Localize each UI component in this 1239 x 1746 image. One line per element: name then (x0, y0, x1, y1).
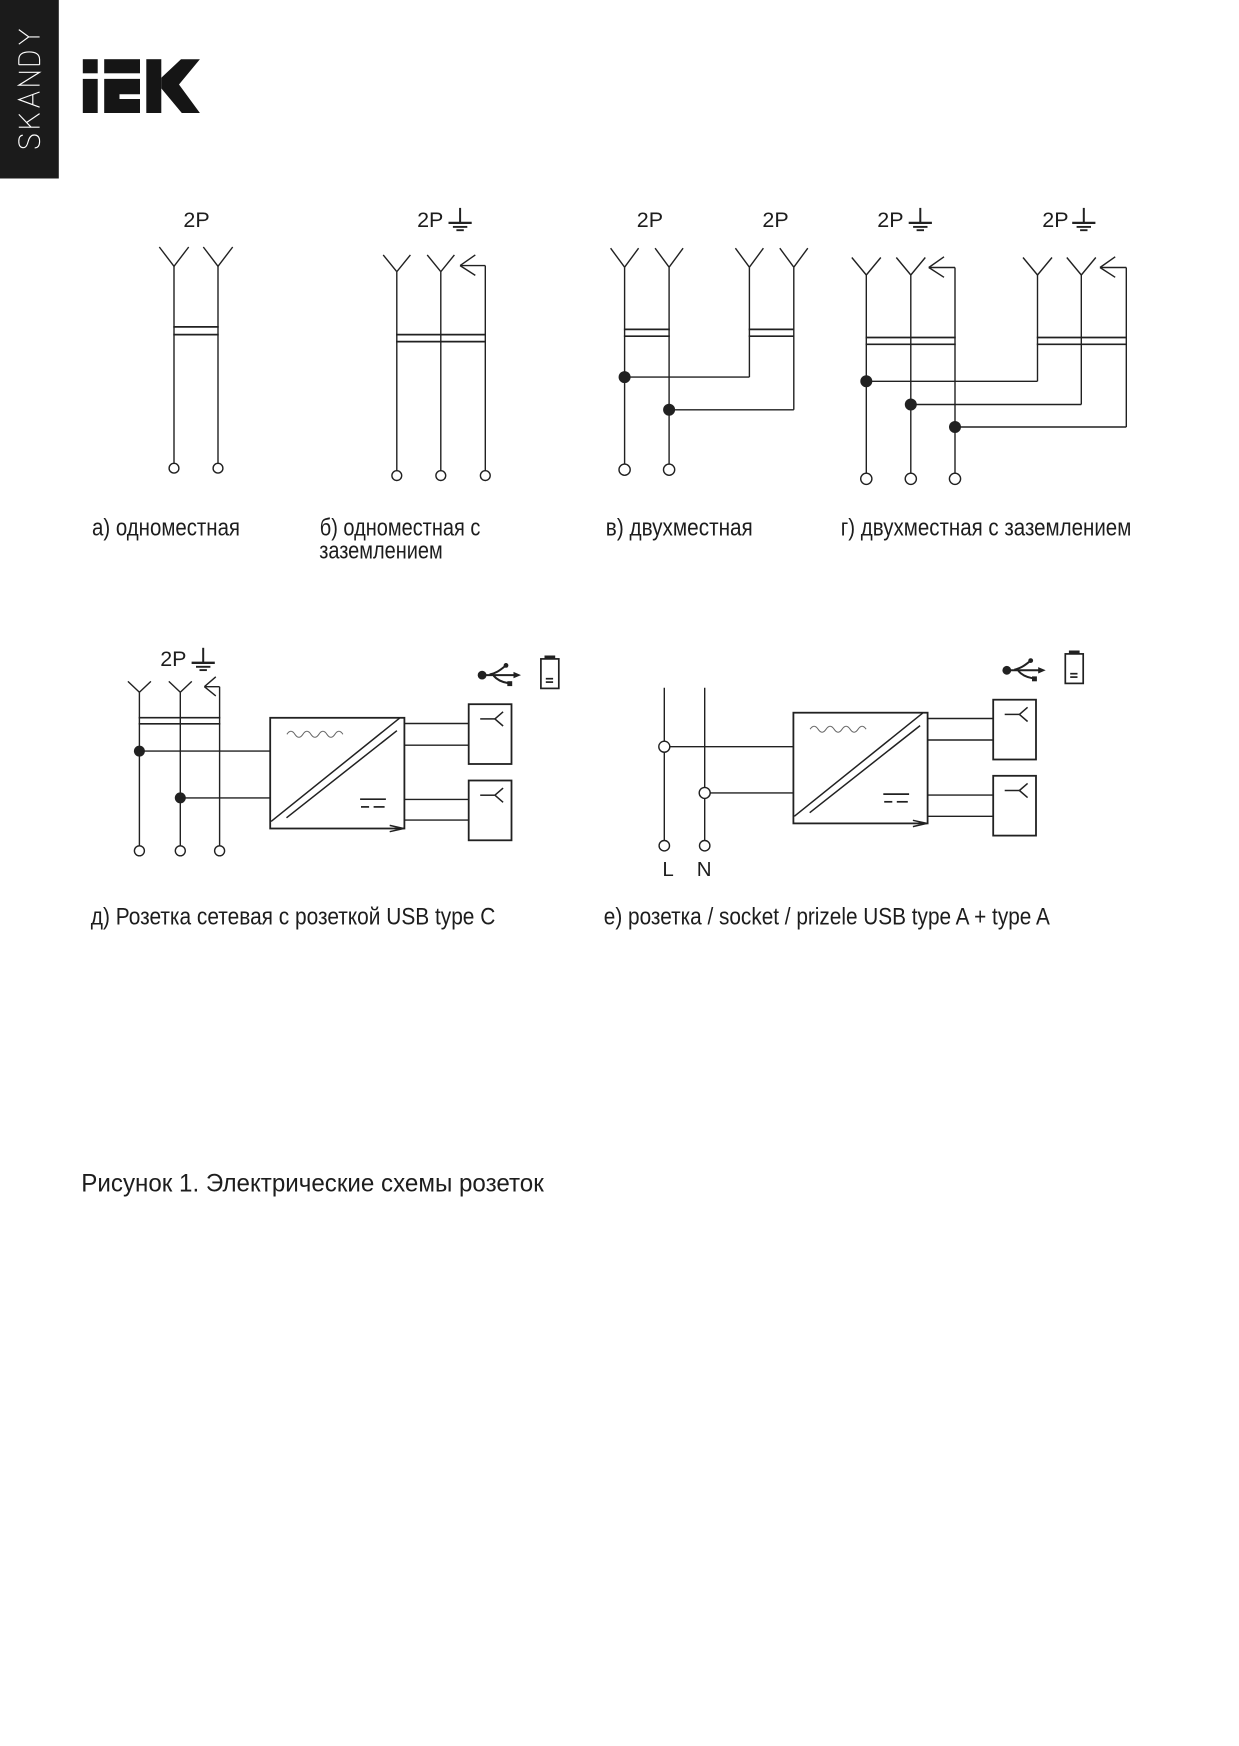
svg-text:заземлением: заземлением (319, 538, 443, 565)
svg-text:2P: 2P (877, 208, 903, 232)
svg-text:2P: 2P (1042, 208, 1068, 232)
svg-text:б) одноместная с: б) одноместная с (320, 515, 481, 542)
svg-text:2P: 2P (183, 208, 209, 232)
svg-text:2P: 2P (762, 208, 788, 232)
svg-text:Рисунок 1. Электрические схемы: Рисунок 1. Электрические схемы розеток (81, 1169, 545, 1197)
svg-text:в) двухместная: в) двухместная (606, 515, 753, 542)
svg-text:а) одноместная: а) одноместная (92, 515, 240, 542)
svg-text:д) Розетка сетевая с розеткой: д) Розетка сетевая с розеткой USB type C (91, 904, 496, 931)
svg-text:2P: 2P (160, 647, 186, 671)
svg-text:г) двухместная с заземлением: г) двухместная с заземлением (841, 515, 1132, 542)
svg-text:L: L (662, 858, 673, 881)
svg-text:2P: 2P (637, 208, 663, 232)
svg-text:2P: 2P (417, 208, 443, 232)
svg-text:е) розетка / socket / prizele: е) розетка / socket / prizele USB type A… (604, 904, 1050, 931)
svg-text:N: N (697, 858, 712, 881)
